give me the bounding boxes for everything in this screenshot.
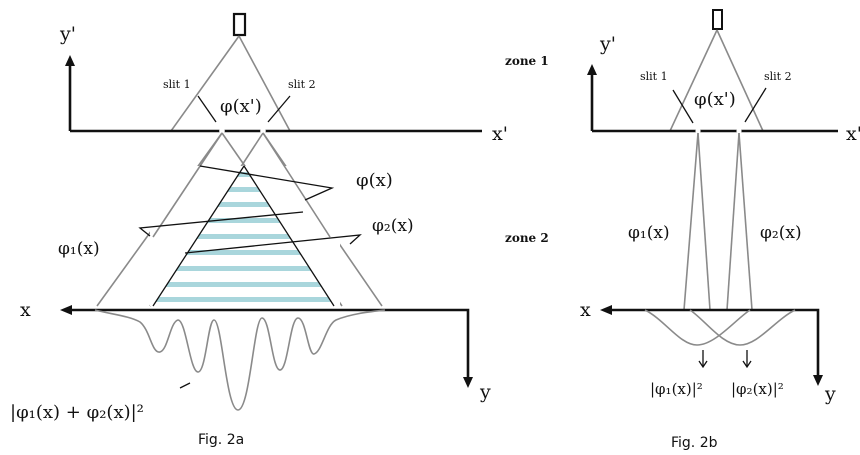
beam2-left (726, 132, 740, 311)
y-prime-arrow-b (587, 64, 597, 75)
phi1-pointer (138, 211, 304, 237)
screen-axis-b (610, 308, 820, 378)
cone1-left-overlay (152, 132, 223, 238)
slit-2-arrow-b (744, 87, 767, 123)
y-prime-label: y' (59, 23, 76, 45)
beam1-left (683, 132, 699, 311)
source-cone-left-b (669, 29, 718, 132)
x-label-b: x (580, 299, 591, 321)
screen-axis (70, 308, 470, 380)
overlap-stripes (150, 166, 340, 306)
beam2-right (738, 132, 753, 311)
phi-x-prime-label-b: φ(x') (694, 89, 736, 110)
intensity-label: |φ₁(x) + φ₂(x)|² (10, 402, 144, 423)
caption-2a: Fig. 2a (198, 432, 244, 448)
phi2-pointer (184, 234, 362, 254)
bump-1 (644, 309, 751, 346)
caption-2b: Fig. 2b (671, 435, 718, 451)
down-arrow-1-head (698, 360, 708, 369)
slit-1-label: slit 1 (163, 78, 191, 91)
intensity2-label: |φ₂(x)|² (731, 380, 784, 398)
slit-2 (260, 128, 266, 134)
y-arrow-b (813, 375, 823, 386)
down-arrow-2-head (742, 360, 752, 369)
x-arrow (60, 305, 72, 315)
source-cone-left (170, 35, 240, 132)
interference-curve (94, 309, 386, 411)
y-label: y (479, 381, 491, 403)
intensity1-label: |φ₁(x)|² (650, 380, 703, 398)
source-box-b (712, 9, 723, 30)
overlap-edge-right (243, 165, 335, 307)
phi2-label: φ₂(x) (372, 216, 414, 236)
x-prime-label-b: x' (846, 123, 860, 145)
intensity-pointer (179, 382, 191, 389)
slit-1 (219, 128, 225, 134)
slit-1-arrow (197, 95, 217, 123)
source-cone-right-b (716, 29, 764, 132)
x-arrow-b (600, 305, 612, 315)
phi-x-label: φ(x) (356, 170, 393, 191)
bump-2 (689, 309, 796, 346)
zone-2-label: zone 2 (505, 231, 549, 245)
fig-2a: y' x' slit 1 slit 2 φ(x') (10, 12, 508, 448)
slit-2-label-b: slit 2 (764, 70, 792, 83)
source-box (232, 12, 247, 37)
phi1-label-b: φ₁(x) (628, 223, 670, 243)
y-arrow (463, 377, 473, 388)
slit-2-b (736, 128, 742, 134)
slit-1-b (695, 128, 701, 134)
x-prime-label: x' (492, 123, 508, 145)
stripe-mask-right (244, 166, 340, 306)
phi-x-prime-label: φ(x') (220, 96, 262, 117)
phi1-label: φ₁(x) (58, 239, 100, 259)
fig-2b: y' x' slit 1 slit 2 φ(x') φ₁(x) φ₂(x) x … (580, 9, 860, 451)
y-label-b: y (824, 383, 836, 405)
slit-2-arrow (267, 95, 291, 123)
y-prime-label-b: y' (599, 33, 616, 55)
overlap-edge-left (152, 165, 245, 307)
slit-2-label: slit 2 (288, 78, 316, 91)
phi-x-pointer (199, 165, 335, 201)
x-label: x (20, 299, 31, 321)
slit-1-label-b: slit 1 (640, 70, 668, 83)
cone2-right-overlay (262, 132, 331, 238)
zone-1-label: zone 1 (505, 54, 549, 68)
y-prime-arrow (65, 55, 75, 66)
beam1-right (697, 132, 711, 311)
source-cone-right (238, 35, 291, 132)
phi2-label-b: φ₂(x) (760, 223, 802, 243)
slit-1-arrow-b (672, 89, 694, 124)
